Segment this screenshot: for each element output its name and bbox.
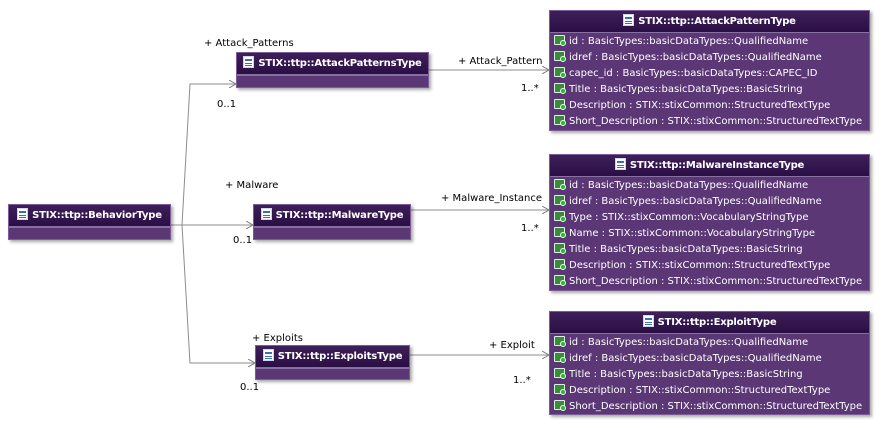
attribute-row[interactable]: Description : STIX::stixCommon::Structur… xyxy=(550,98,869,114)
attribute-row[interactable]: capec_id : BasicTypes::basicDataTypes::C… xyxy=(550,66,869,82)
class-title: STIX::ttp::MalwareInstanceType xyxy=(629,160,805,171)
multiplicity-exploit: 1..* xyxy=(513,375,531,386)
class-title: STIX::ttp::MalwareType xyxy=(275,210,404,221)
role-label-malware: + Malware xyxy=(225,180,279,191)
attribute-row[interactable]: Title : BasicTypes::basicDataTypes::Basi… xyxy=(550,82,869,98)
class-icon xyxy=(17,208,29,220)
attribute-row[interactable]: Short_Description : STIX::stixCommon::St… xyxy=(550,114,869,130)
attribute-row[interactable]: idref : BasicTypes::basicDataTypes::Qual… xyxy=(550,50,869,66)
role-label-exploits: + Exploits xyxy=(252,333,303,344)
attribute-icon xyxy=(554,275,566,286)
attribute-icon xyxy=(554,336,566,347)
class-icon xyxy=(260,208,272,220)
attribute-icon xyxy=(554,195,566,206)
attribute-list: id : BasicTypes::basicDataTypes::Qualifi… xyxy=(550,177,869,290)
attribute-icon xyxy=(554,35,566,46)
attribute-icon xyxy=(554,51,566,62)
class-title: STIX::ttp::BehaviorType xyxy=(32,210,162,221)
multiplicity-exploits: 0..1 xyxy=(240,382,260,393)
attribute-icon xyxy=(554,243,566,254)
attribute-row[interactable]: id : BasicTypes::basicDataTypes::Qualifi… xyxy=(550,178,869,194)
role-label-attack-patterns: + Attack_Patterns xyxy=(204,38,294,49)
class-title: STIX::ttp::ExploitType xyxy=(657,317,777,328)
class-icon xyxy=(642,315,654,327)
attribute-icon xyxy=(554,83,566,94)
role-label-exploit: + Exploit xyxy=(489,340,535,351)
attribute-icon xyxy=(554,179,566,190)
attribute-list: id : BasicTypes::basicDataTypes::Qualifi… xyxy=(550,33,869,130)
attribute-icon xyxy=(554,368,566,379)
class-malware-type[interactable]: STIX::ttp::MalwareType xyxy=(253,204,411,240)
attribute-icon xyxy=(554,384,566,395)
class-exploits-type[interactable]: STIX::ttp::ExploitsType xyxy=(255,345,410,380)
class-icon xyxy=(262,349,274,361)
class-malware-instance-type[interactable]: STIX::ttp::MalwareInstanceType id : Basi… xyxy=(549,154,870,291)
attribute-row[interactable]: idref : BasicTypes::basicDataTypes::Qual… xyxy=(550,194,869,210)
role-label-malware-instance: + Malware_Instance xyxy=(441,193,542,204)
class-title: STIX::ttp::AttackPatternType xyxy=(638,16,796,27)
class-title: STIX::ttp::AttackPatternsType xyxy=(258,58,422,69)
attribute-row[interactable]: Title : BasicTypes::basicDataTypes::Basi… xyxy=(550,242,869,258)
class-icon xyxy=(623,14,635,26)
attribute-row[interactable]: idref : BasicTypes::basicDataTypes::Qual… xyxy=(550,351,869,367)
class-attack-patterns-type[interactable]: STIX::ttp::AttackPatternsType xyxy=(236,52,429,88)
attribute-row[interactable]: Short_Description : STIX::stixCommon::St… xyxy=(550,274,869,290)
attribute-icon xyxy=(554,227,566,238)
multiplicity-attack-patterns: 0..1 xyxy=(217,99,237,110)
attribute-icon xyxy=(554,400,566,411)
attribute-row[interactable]: Title : BasicTypes::basicDataTypes::Basi… xyxy=(550,367,869,383)
attribute-icon xyxy=(554,67,566,78)
attribute-icon xyxy=(554,99,566,110)
attribute-icon xyxy=(554,211,566,222)
attribute-row[interactable]: id : BasicTypes::basicDataTypes::Qualifi… xyxy=(550,335,869,351)
attribute-row[interactable]: Short_Description : STIX::stixCommon::St… xyxy=(550,399,869,415)
attribute-icon xyxy=(554,259,566,270)
class-icon xyxy=(243,56,255,68)
attribute-row[interactable]: Name : STIX::stixCommon::VocabularyStrin… xyxy=(550,226,869,242)
class-title: STIX::ttp::ExploitsType xyxy=(277,351,403,362)
class-behavior-type[interactable]: STIX::ttp::BehaviorType xyxy=(8,204,171,240)
attribute-row[interactable]: id : BasicTypes::basicDataTypes::Qualifi… xyxy=(550,34,869,50)
multiplicity-malware-instance: 1..* xyxy=(521,223,539,234)
role-label-attack-pattern: + Attack_Pattern xyxy=(458,56,543,67)
multiplicity-malware: 0..1 xyxy=(233,235,253,246)
attribute-row[interactable]: Description : STIX::stixCommon::Structur… xyxy=(550,383,869,399)
class-attack-pattern-type[interactable]: STIX::ttp::AttackPatternType id : BasicT… xyxy=(549,10,870,131)
attribute-icon xyxy=(554,115,566,126)
class-exploit-type[interactable]: STIX::ttp::ExploitType id : BasicTypes::… xyxy=(549,311,870,415)
attribute-list: id : BasicTypes::basicDataTypes::Qualifi… xyxy=(550,334,869,415)
attribute-row[interactable]: Description : STIX::stixCommon::Structur… xyxy=(550,258,869,274)
multiplicity-attack-pattern: 1..* xyxy=(521,83,539,94)
attribute-row[interactable]: Type : STIX::stixCommon::VocabularyStrin… xyxy=(550,210,869,226)
class-icon xyxy=(614,158,626,170)
attribute-icon xyxy=(554,352,566,363)
